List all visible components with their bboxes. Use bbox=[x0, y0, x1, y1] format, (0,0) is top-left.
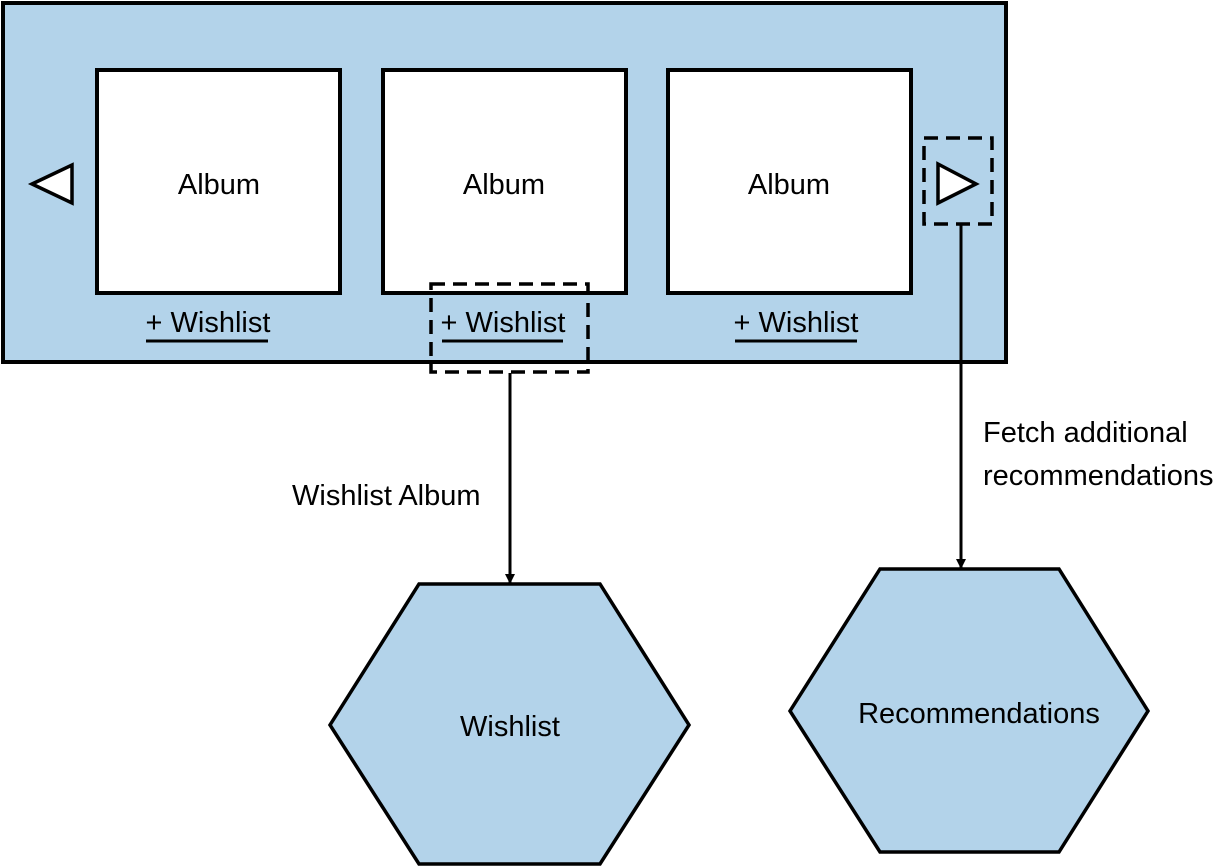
album-card-1[interactable]: Album bbox=[95, 68, 342, 295]
album-card-2[interactable]: Album bbox=[381, 68, 628, 295]
wishlist-service: Wishlist bbox=[327, 582, 692, 866]
recommendations-service-label: Recommendations bbox=[858, 698, 1100, 730]
wishlist-link-label[interactable]: + Wishlist bbox=[734, 307, 859, 339]
next-arrow-highlight bbox=[922, 136, 994, 226]
wishlist-edge-label: Wishlist Album bbox=[292, 480, 481, 512]
album-label: Album bbox=[748, 169, 830, 201]
wishlist-link-label[interactable]: + Wishlist bbox=[441, 307, 566, 339]
album-cover[interactable] bbox=[95, 68, 342, 295]
wishlist-hexagon bbox=[327, 582, 692, 866]
wishlist-link-1[interactable]: + Wishlist bbox=[146, 307, 271, 343]
recommendations-edge-label-line2: recommendations bbox=[983, 460, 1214, 492]
album-label: Album bbox=[178, 169, 260, 201]
recommendations-edge-label-line1: Fetch additional bbox=[983, 417, 1188, 449]
recommendations-hexagon bbox=[787, 567, 1151, 854]
album-cover[interactable] bbox=[666, 68, 913, 295]
wishlist-link-2[interactable]: + Wishlist bbox=[441, 307, 566, 343]
wishlist-link-label[interactable]: + Wishlist bbox=[146, 307, 271, 339]
album-card-3[interactable]: Album bbox=[666, 68, 913, 295]
album-carousel: Album + Wishlist Album + Wishlist Album … bbox=[1, 1, 1008, 364]
wishlist-link-3[interactable]: + Wishlist bbox=[734, 307, 859, 343]
album-label: Album bbox=[463, 169, 545, 201]
album-cover[interactable] bbox=[381, 68, 628, 295]
wishlist-service-label: Wishlist bbox=[460, 711, 560, 743]
wishlist-link-highlight bbox=[429, 282, 590, 374]
recommendations-service: Recommendations bbox=[787, 567, 1151, 854]
triangle-left-icon[interactable] bbox=[27, 162, 74, 206]
triangle-right-icon[interactable] bbox=[936, 161, 980, 206]
